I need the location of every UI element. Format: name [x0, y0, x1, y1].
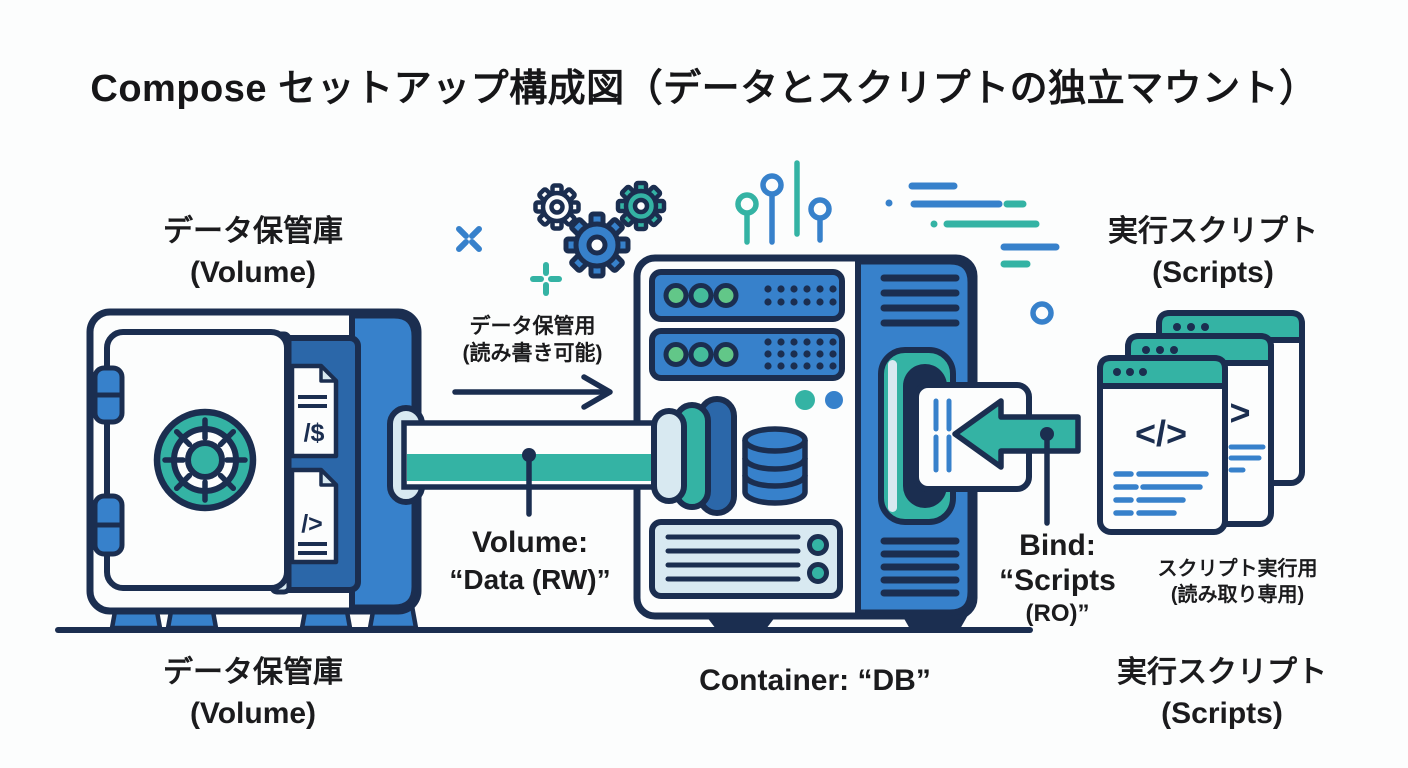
sparkle-plus-icon — [530, 262, 562, 296]
label-scripts-bottom-line2: (Scripts) — [1161, 697, 1283, 730]
dot-circle-icon — [1030, 301, 1054, 325]
data-note-line1: データ保管用 — [469, 315, 596, 338]
label-volume-top-line2: (Volume) — [189, 256, 317, 289]
data-note-line2: (読み書き可能) — [462, 342, 603, 365]
document-data-icon: /$ — [289, 363, 339, 459]
bind-line2: “Scripts — [999, 564, 1116, 597]
label-volume-bottom-line1: データ保管庫 — [163, 656, 343, 689]
label-volume-pipe: Volume: “Data (RW)” — [415, 524, 645, 598]
volume-callout-line — [522, 448, 536, 517]
server-rack-2 — [649, 328, 845, 381]
vents-top — [880, 274, 960, 327]
label-scripts-bottom-line1: 実行スクリプト — [1117, 656, 1327, 689]
label-volume-bottom-line2: (Volume) — [189, 697, 317, 730]
code-front-glyph: </> — [1135, 413, 1187, 454]
scripts-stack: > </> — [1097, 310, 1305, 535]
document-script-icon: /> — [289, 467, 339, 565]
safe-dial-icon — [153, 408, 257, 512]
label-scripts-top-line2: (Scripts) — [1152, 256, 1274, 289]
safe-illustration: /$ /> — [86, 308, 422, 615]
card-code-lines — [933, 398, 952, 473]
volume-pipe — [387, 396, 737, 516]
pipe-flange-light — [651, 408, 687, 504]
database-icon — [742, 426, 808, 506]
bind-line3: (RO)” — [1025, 600, 1090, 627]
gear-blue-icon — [563, 211, 631, 279]
label-scripts-note: スクリプト実行用 (読み取り専用) — [1125, 556, 1350, 608]
scripts-note-line1: スクリプト実行用 — [1157, 558, 1318, 580]
label-container-bottom: Container: “DB” — [699, 664, 931, 697]
vents-bottom — [880, 537, 960, 597]
server-rack-1 — [649, 269, 845, 322]
label-volume-top-line1: データ保管庫 — [163, 215, 343, 248]
status-dot-teal — [795, 390, 815, 410]
console-panel — [649, 519, 843, 599]
scripts-note-line2: (読み取り専用) — [1170, 584, 1305, 606]
volume-pipe-line1: Volume: — [471, 526, 589, 559]
label-scripts-top: 実行スクリプト (Scripts) — [1048, 211, 1378, 293]
script-code-lines — [1113, 471, 1209, 516]
container-contents — [649, 269, 845, 599]
label-bind-mount: Bind: “Scripts (RO)” — [955, 528, 1160, 630]
label-volume-bottom: データ保管庫 (Volume) — [88, 652, 418, 734]
bind-mount-card — [913, 382, 1081, 526]
speed-lines-icon — [885, 182, 1060, 268]
page-title: Compose セットアップ構成図（データとスクリプトの独立マウント） — [90, 68, 1318, 110]
safe-hinges — [92, 365, 125, 557]
gear-teal-icon — [615, 180, 667, 232]
doc2-glyph: /> — [301, 510, 323, 538]
code-middle-glyph: > — [1229, 392, 1250, 433]
bind-line1: Bind: — [1019, 529, 1096, 562]
label-scripts-bottom: 実行スクリプト (Scripts) — [1057, 652, 1387, 734]
label-data-mount-note: データ保管用 (読み書き可能) — [425, 313, 640, 367]
script-window-front: </> — [1097, 355, 1228, 535]
data-flow-arrow-icon — [452, 374, 613, 410]
label-volume-top: データ保管庫 (Volume) — [88, 211, 418, 293]
gear-outline-icon — [533, 183, 581, 231]
status-dot-blue — [825, 391, 843, 409]
safe-side-panel — [349, 312, 418, 611]
doc1-glyph: /$ — [304, 419, 325, 447]
label-scripts-top-line1: 実行スクリプト — [1108, 215, 1318, 248]
sparkle-x-icon — [456, 226, 482, 252]
circuit-pins-icon — [735, 160, 832, 245]
volume-pipe-line2: “Data (RW)” — [449, 564, 611, 595]
